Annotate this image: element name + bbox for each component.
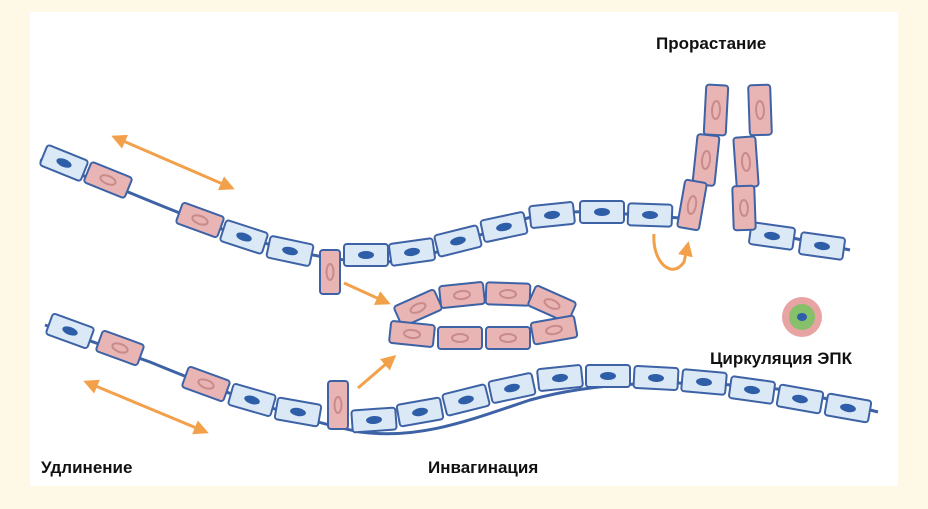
endothelial-cell [266, 236, 314, 267]
tip-cell [83, 162, 132, 199]
label-elongation: Удлинение [41, 458, 132, 478]
tip-cell [96, 330, 145, 366]
endothelial-cell [633, 366, 678, 390]
endothelial-cell [220, 220, 269, 255]
endothelial-cell [681, 369, 727, 395]
tip-cell [176, 202, 225, 238]
endothelial-cell [586, 365, 630, 387]
endothelial-cell [729, 376, 776, 404]
endothelial-cell [344, 244, 388, 266]
endothelial-cell [442, 384, 490, 416]
endothelial-cell [434, 225, 482, 257]
endothelial-cell [537, 365, 583, 391]
endothelial-cell [46, 313, 95, 349]
invagination-ring [389, 282, 578, 349]
detaching-cell [320, 250, 340, 294]
endothelial-cell [628, 203, 673, 227]
endothelial-cell [228, 383, 276, 416]
endothelial-cell [351, 407, 396, 432]
endothelial-cell [824, 393, 871, 422]
circulating-epc [782, 297, 822, 337]
tip-cell [182, 366, 231, 402]
endothelial-cell [389, 238, 436, 266]
sprout-left [677, 84, 728, 230]
label-circulation: Циркуляция ЭПК [710, 349, 852, 369]
sprouting-arrow [654, 234, 688, 269]
label-sprouting: Прорастание [656, 34, 766, 54]
sprout-right [732, 85, 772, 231]
endothelial-cell [488, 373, 536, 404]
endothelial-cell [480, 212, 528, 243]
endothelial-cell [396, 397, 443, 426]
label-invagination: Инвагинация [428, 458, 538, 478]
detaching-cell [328, 381, 348, 429]
endothelial-cell [274, 397, 321, 426]
invagination-arrow-lower [358, 357, 394, 388]
endothelial-cell [799, 232, 846, 260]
endothelial-cell [529, 202, 575, 228]
endothelial-cell [39, 145, 88, 182]
endothelial-cell [776, 384, 823, 413]
endothelial-cell [580, 201, 624, 223]
invagination-arrow-upper [344, 283, 388, 303]
